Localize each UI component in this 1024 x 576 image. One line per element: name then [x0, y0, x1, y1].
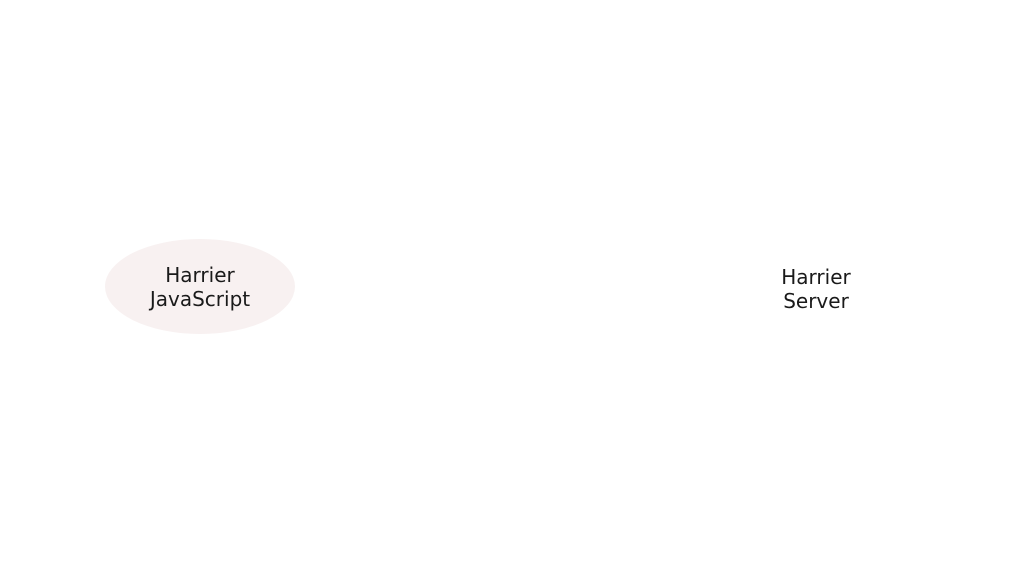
- harrier-server-node-label-line2: Server: [783, 289, 849, 313]
- harrier-javascript-node-label-line1: Harrier: [165, 262, 235, 287]
- harrier-server-node: Harrier Server: [716, 254, 916, 324]
- harrier-server-node-label-line1: Harrier: [781, 265, 851, 289]
- harrier-javascript-node: Harrier JavaScript: [105, 239, 295, 334]
- harrier-javascript-node-label-line2: JavaScript: [149, 286, 251, 311]
